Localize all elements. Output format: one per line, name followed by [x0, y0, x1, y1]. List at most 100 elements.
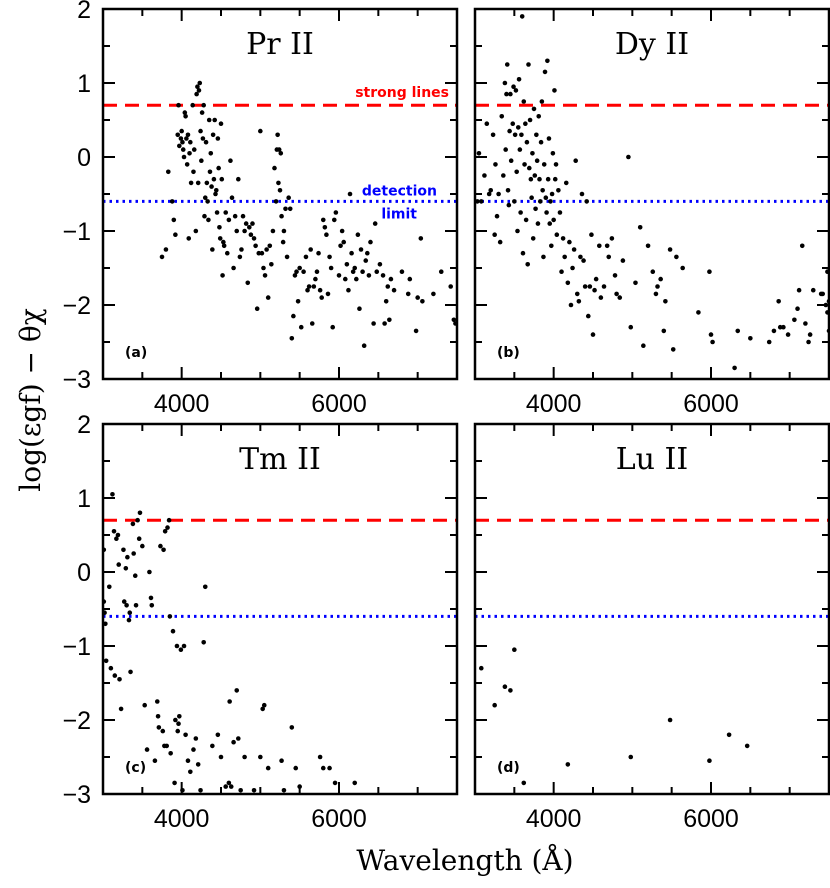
data-point: [159, 254, 165, 260]
data-point: [308, 247, 313, 252]
data-point: [604, 243, 610, 249]
data-point: [210, 132, 216, 138]
data-point: [160, 728, 166, 734]
data-point: [549, 243, 554, 249]
data-point: [735, 328, 741, 334]
data-point: [205, 199, 210, 204]
data-point: [250, 221, 255, 226]
data-point: [284, 254, 290, 260]
data-point: [202, 195, 208, 200]
data-point: [260, 706, 265, 712]
data-point: [344, 262, 350, 267]
data-point: [506, 202, 512, 208]
data-point: [537, 176, 542, 182]
data-point: [478, 199, 484, 204]
data-point: [579, 191, 585, 197]
data-point: [807, 332, 813, 337]
data-point: [280, 239, 286, 245]
data-point: [199, 158, 204, 163]
data-point: [273, 199, 279, 204]
data-point: [293, 765, 299, 771]
data-point: [165, 525, 170, 530]
data-point: [140, 543, 145, 549]
data-point: [526, 165, 532, 171]
data-point: [152, 758, 158, 763]
data-point: [269, 262, 274, 267]
data-point: [303, 254, 309, 260]
data-point: [232, 213, 238, 219]
data-point: [228, 158, 233, 163]
data-point: [183, 114, 188, 119]
data-point: [355, 232, 361, 237]
data-point: [405, 291, 411, 297]
data-point: [275, 132, 280, 138]
data-point: [538, 139, 544, 145]
data-point: [319, 295, 324, 300]
data-point: [173, 717, 178, 723]
data-point: [350, 269, 356, 275]
data-point: [504, 62, 510, 67]
data-point: [183, 732, 188, 738]
data-point: [292, 273, 298, 278]
plot-frame: [473, 422, 830, 796]
data-point: [655, 284, 660, 289]
scatter-points: [475, 14, 829, 371]
data-point: [142, 702, 147, 708]
data-point: [488, 188, 494, 193]
data-point: [309, 321, 315, 326]
data-point: [297, 265, 302, 271]
data-point: [508, 158, 514, 163]
data-point: [363, 258, 369, 263]
data-point: [792, 317, 797, 323]
data-point: [132, 573, 138, 578]
data-point: [117, 677, 122, 682]
data-point: [187, 151, 192, 156]
data-point: [347, 191, 353, 197]
data-point: [173, 232, 178, 237]
data-point: [149, 603, 155, 608]
data-point: [261, 702, 267, 708]
data-point: [663, 299, 668, 304]
data-point: [198, 128, 203, 134]
data-point: [680, 265, 685, 271]
data-point: [361, 343, 367, 349]
data-point: [228, 784, 234, 789]
data-point: [515, 228, 520, 234]
y-tick-label: −3: [62, 366, 91, 394]
data-point: [301, 269, 306, 275]
data-point: [218, 121, 224, 126]
data-point: [518, 210, 523, 215]
data-point: [549, 191, 555, 197]
panel-title: Tm II: [239, 442, 321, 477]
data-point: [415, 295, 420, 300]
data-point: [115, 532, 121, 538]
data-point: [289, 725, 295, 730]
data-point: [374, 269, 380, 275]
data-point: [231, 265, 236, 271]
data-point: [131, 551, 136, 556]
data-point: [499, 114, 505, 119]
data-point: [333, 210, 339, 215]
data-point: [544, 210, 549, 215]
data-point: [305, 287, 310, 293]
data-point: [289, 336, 295, 341]
data-point: [242, 228, 247, 234]
data-point: [112, 673, 118, 678]
data-point: [541, 254, 546, 260]
data-point: [501, 173, 506, 178]
data-point: [593, 276, 599, 282]
data-point: [215, 136, 221, 141]
x-tick-label: 6000: [311, 805, 367, 833]
data-point: [156, 725, 162, 730]
data-point: [524, 139, 530, 145]
data-point: [508, 91, 513, 97]
data-point: [169, 199, 175, 204]
data-point: [207, 169, 213, 175]
data-point: [220, 273, 225, 278]
data-point: [530, 236, 536, 241]
data-point: [106, 584, 112, 590]
data-point: [177, 714, 182, 719]
data-point: [448, 284, 454, 289]
data-point: [242, 754, 247, 760]
data-point: [380, 273, 386, 278]
